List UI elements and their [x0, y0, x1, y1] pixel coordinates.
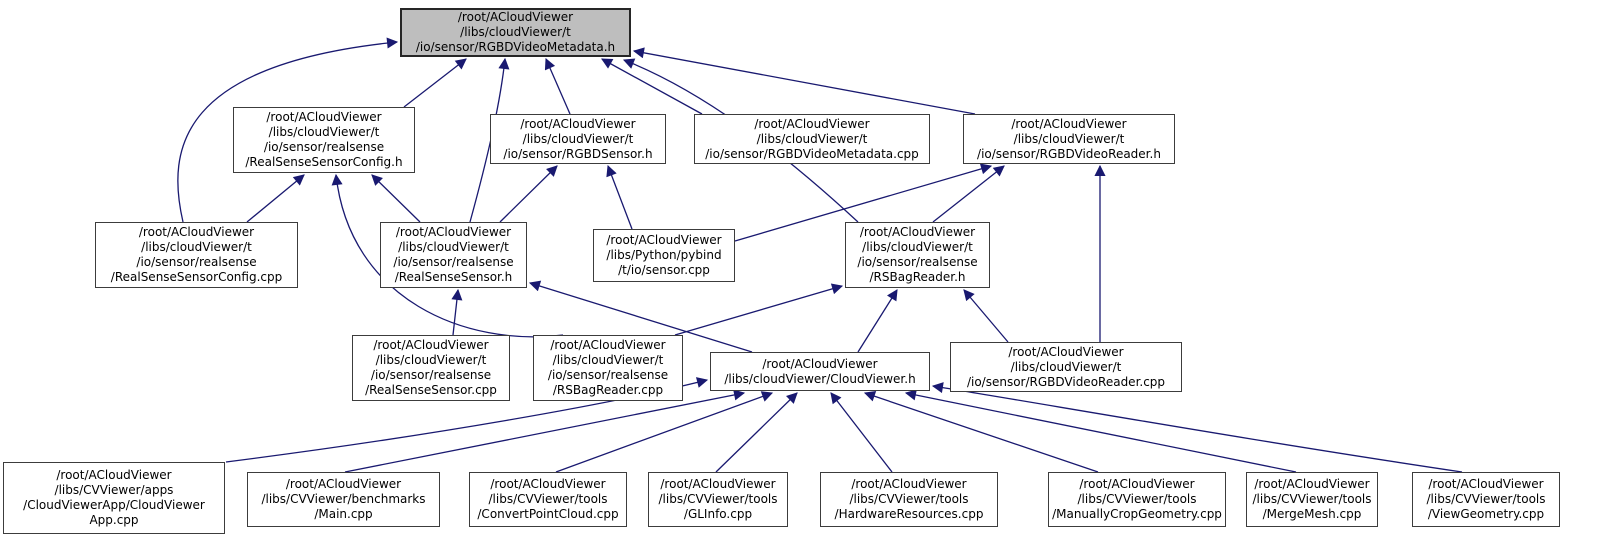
node-cloudviewer_h[interactable]: /root/ACloudViewer /libs/cloudViewer/Clo… — [710, 352, 930, 391]
node-main_cpp[interactable]: /root/ACloudViewer /libs/CVViewer/benchm… — [247, 472, 440, 527]
edge-convert_cpp-to-cloudviewer_h — [555, 391, 774, 473]
edge-glinfo_cpp-to-cloudviewer_h — [715, 392, 798, 473]
node-glinfo_cpp[interactable]: /root/ACloudViewer /libs/CVViewer/tools … — [648, 472, 788, 527]
node-rssensor_cpp[interactable]: /root/ACloudViewer /libs/cloudViewer/t /… — [352, 335, 510, 401]
edge-pybind_sensor_cpp-to-rgbdsensor_h — [606, 164, 633, 230]
node-rssensor_h[interactable]: /root/ACloudViewer /libs/cloudViewer/t /… — [380, 222, 527, 288]
node-rsconfig_h[interactable]: /root/ACloudViewer /libs/cloudViewer/t /… — [233, 107, 415, 173]
edge-reader_h-to-meta_h — [632, 47, 976, 115]
edge-rssensor_h-to-rsconfig_h — [371, 174, 421, 223]
edge-rsconfig_h-to-meta_h — [403, 58, 467, 108]
node-merge_cpp[interactable]: /root/ACloudViewer /libs/CVViewer/tools … — [1246, 472, 1378, 527]
node-rgbdsensor_h[interactable]: /root/ACloudViewer /libs/cloudViewer/t /… — [490, 114, 666, 164]
edge-rgbdsensor_h-to-meta_h — [544, 57, 571, 115]
edge-rsconfig_cpp-to-rsconfig_h — [246, 174, 305, 223]
edge-reader_cpp-to-rsbag_h — [963, 289, 1009, 343]
node-app_cpp[interactable]: /root/ACloudViewer /libs/CVViewer/apps /… — [3, 462, 225, 534]
node-meta_cpp[interactable]: /root/ACloudViewer /libs/cloudViewer/t /… — [694, 114, 930, 164]
edge-rsbag_cpp-to-rsbag_h — [674, 283, 844, 336]
node-reader_cpp[interactable]: /root/ACloudViewer /libs/cloudViewer/t /… — [950, 342, 1182, 392]
edge-manually_cpp-to-cloudviewer_h — [863, 390, 1099, 473]
node-pybind_sensor_cpp[interactable]: /root/ACloudViewer /libs/Python/pybind /… — [593, 229, 735, 282]
edge-merge_cpp-to-cloudviewer_h — [904, 389, 1297, 473]
node-rsbag_h[interactable]: /root/ACloudViewer /libs/cloudViewer/t /… — [845, 222, 990, 288]
edge-rsbag_h-to-reader_h — [932, 165, 1005, 223]
node-reader_h[interactable]: /root/ACloudViewer /libs/cloudViewer/t /… — [963, 114, 1175, 164]
node-rsconfig_cpp[interactable]: /root/ACloudViewer /libs/cloudViewer/t /… — [95, 222, 298, 288]
edge-main_cpp-to-cloudviewer_h — [344, 389, 746, 473]
edge-hardware_cpp-to-cloudviewer_h — [830, 392, 893, 473]
edge-cloudviewer_h-to-rsbag_h — [857, 289, 898, 353]
node-rsbag_cpp[interactable]: /root/ACloudViewer /libs/cloudViewer/t /… — [533, 335, 683, 401]
node-view_cpp[interactable]: /root/ACloudViewer /libs/CVViewer/tools … — [1412, 472, 1560, 527]
edge-rssensor_h-to-rgbdsensor_h — [499, 165, 558, 223]
node-convert_cpp[interactable]: /root/ACloudViewer /libs/CVViewer/tools … — [469, 472, 627, 527]
node-manually_cpp[interactable]: /root/ACloudViewer /libs/CVViewer/tools … — [1048, 472, 1226, 527]
edge-view_cpp-to-cloudviewer_h — [931, 382, 1463, 473]
edge-rssensor_cpp-to-rssensor_h — [451, 288, 463, 336]
node-hardware_cpp[interactable]: /root/ACloudViewer /libs/CVViewer/tools … — [820, 472, 998, 527]
edge-meta_cpp-to-meta_h — [601, 58, 703, 115]
node-meta_h[interactable]: /root/ACloudViewer /libs/cloudViewer/t /… — [400, 8, 631, 57]
